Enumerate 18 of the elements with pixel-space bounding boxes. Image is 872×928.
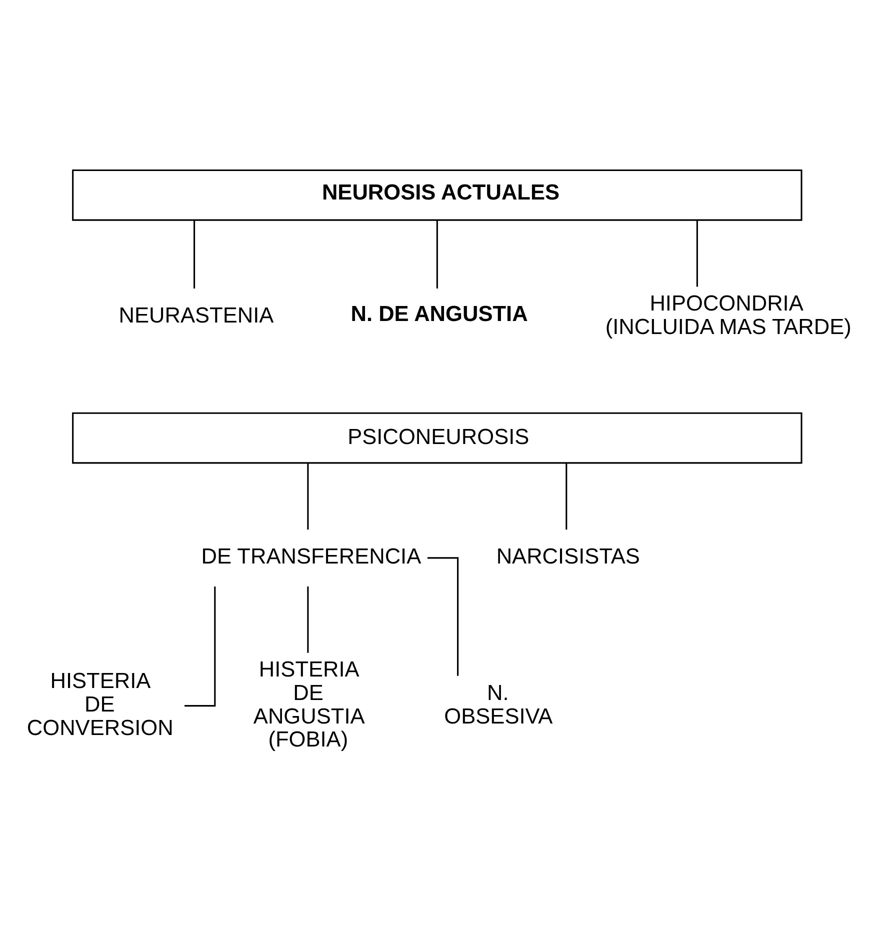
node-text: HISTERIA DE ANGUSTIA (FOBIA) xyxy=(253,656,365,752)
node-box: NEUROSIS ACTUALES xyxy=(72,168,802,220)
connector xyxy=(194,220,196,288)
node-text: HIPOCONDRIA (INCLUIDA MAS TARDE) xyxy=(605,290,852,339)
node-text: NEURASTENIA xyxy=(118,302,274,327)
connector xyxy=(184,586,216,706)
node-box: PSICONEUROSIS xyxy=(72,412,802,464)
connector xyxy=(307,586,309,652)
node-text: NARCISISTAS xyxy=(496,543,640,568)
connector xyxy=(427,556,459,676)
connector xyxy=(696,220,698,286)
node-text: N. OBSESIVA xyxy=(444,679,553,728)
node-text: N. DE ANGUSTIA xyxy=(350,300,528,326)
node-text: HISTERIA DE CONVERSION xyxy=(26,668,174,740)
connector xyxy=(566,462,568,530)
node-text: DE TRANSFERENCIA xyxy=(201,543,422,568)
connector xyxy=(436,220,438,288)
connector xyxy=(307,462,309,530)
